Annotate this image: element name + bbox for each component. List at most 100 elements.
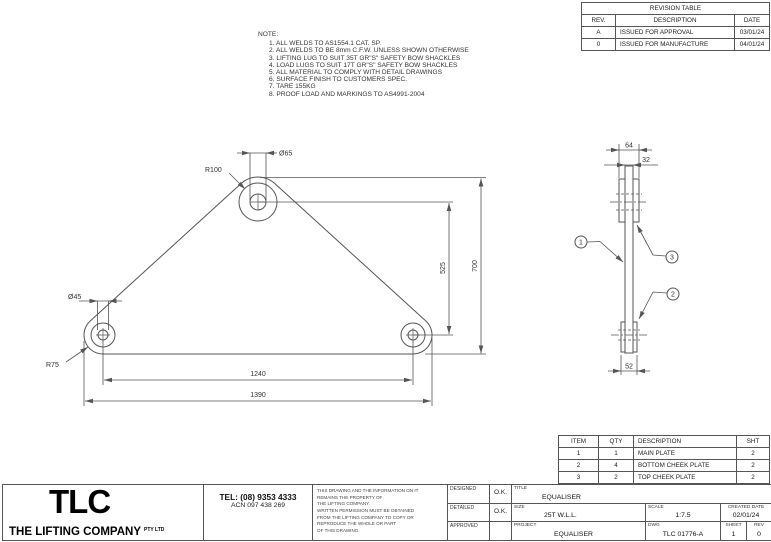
leader-top-radius — [228, 172, 246, 190]
dim-centre-height — [259, 201, 453, 336]
dim-hole-spacing — [102, 341, 414, 385]
main-view-dim-labels: Ø65 R100 525 700 Ø45 R75 1240 1390 — [46, 151, 479, 400]
bottom-cheek-left — [620, 321, 626, 353]
hole-centerlines — [610, 201, 648, 336]
title-value: EQUALISER — [542, 494, 581, 501]
balloon-3-label: 3 — [670, 255, 674, 262]
item-col-header: ITEM — [558, 435, 599, 448]
revision-row: 0 ISSUED FOR MANUFACTURE 04/01/24 — [581, 38, 770, 51]
bom-description: TOP CHEEK PLATE — [633, 471, 737, 484]
note-line-7: 7. TARE 155KG — [269, 83, 316, 91]
bom-row: 2 4 BOTTOM CHEEK PLATE 2 — [558, 459, 770, 472]
company-logo-cell: TLC THE LIFTING COMPANY PTY LTD — [2, 484, 204, 541]
dim-label-plate-thickness: 32 — [642, 157, 650, 164]
rev-description: ISSUED FOR APPROVAL — [615, 26, 735, 39]
company-suffix: PTY LTD — [144, 527, 165, 533]
hidden-hole-lines — [616, 193, 642, 341]
copyright-notice: THIS DRAWING AND THE INFORMATION ON IT R… — [317, 488, 419, 533]
bom-row: 1 1 MAIN PLATE 2 — [558, 447, 770, 460]
company-phone: TEL: (08) 9353 4333 — [219, 492, 297, 502]
top-cheek-left — [618, 178, 626, 223]
bom-item: 2 — [558, 459, 599, 472]
scale-cell: SCALE 1:7.5 — [645, 503, 721, 522]
created-date-cell: CREATED DATE 02/01/24 — [720, 503, 771, 522]
project-value: EQUALISER — [554, 531, 593, 538]
bom-sht: 2 — [736, 447, 770, 460]
side-view — [574, 144, 680, 375]
top-cheek-right — [632, 178, 640, 223]
scale-value: 1:7.5 — [675, 512, 691, 519]
description-col-header: DESCRIPTION — [615, 14, 735, 27]
scale-label: SCALE — [648, 505, 664, 510]
title-block: TLC THE LIFTING COMPANY PTY LTD TEL: (08… — [2, 484, 771, 541]
dim-label-overall-height: 700 — [472, 260, 479, 272]
note-line-3: 3. LIFTING LUG TO SUIT 35T GR"S" SAFETY … — [269, 54, 461, 62]
size-cell: SIZE 25T W.L.L. — [511, 503, 646, 522]
dim-label-hole-spacing: 1240 — [250, 371, 266, 378]
dwg-label: DWG — [648, 523, 660, 528]
approved-value — [489, 521, 512, 541]
bom-qty: 2 — [598, 471, 634, 484]
dim-top-width — [606, 144, 652, 178]
sheet-cell: SHEET 1 — [720, 521, 747, 541]
designed-label: DESIGNED — [447, 484, 490, 504]
balloon-2-circle — [666, 287, 680, 301]
note-line-4: 4. LOAD LUGS TO SUIT 17T GR"S" SAFETY BO… — [269, 61, 458, 69]
dim-label-centre-height: 525 — [440, 262, 447, 274]
dim-label-bottom-hole-dia: Ø45 — [68, 294, 81, 301]
note-line-6: 6. SURFACE FINISH TO CUSTOMERS SPEC. — [269, 76, 408, 84]
created-date-value: 02/01/24 — [732, 512, 760, 519]
bom-item: 1 — [558, 447, 599, 460]
dim-bottom-hole-diameter — [79, 298, 122, 330]
bom-description: MAIN PLATE — [633, 447, 737, 460]
notes-heading: NOTE: — [258, 31, 279, 38]
company-logo: TLC — [49, 484, 111, 521]
revision-table-title: REVISION TABLE — [581, 2, 770, 15]
note-line-5: 5. ALL MATERIAL TO COMPLY WITH DETAIL DR… — [269, 69, 443, 77]
title-cell: TITLE EQUALISER — [511, 484, 771, 504]
balloon-1-label: 1 — [579, 240, 583, 247]
sht-col-header: SHT — [736, 435, 770, 448]
company-acn: ACN 097 438 269 — [230, 502, 286, 509]
bom-sht: 2 — [736, 459, 770, 472]
note-line-8: 8. PROOF LOAD AND MARKINGS TO AS4991-200… — [269, 90, 425, 98]
rev-col-header: REV. — [581, 14, 616, 27]
bottom-cheek-right — [632, 321, 638, 353]
size-value: 25T W.L.L. — [544, 512, 577, 519]
balloon-leaders — [586, 224, 668, 320]
main-plate-edge — [624, 165, 634, 354]
dwg-value: TLC 01776-A — [662, 531, 704, 538]
note-line-1: 1. ALL WELDS TO AS1554.1 CAT. SP. — [269, 40, 382, 48]
bom-qty: 1 — [598, 447, 634, 460]
balloon-1-circle — [574, 235, 588, 249]
notes-block: NOTE: 1. ALL WELDS TO AS1554.1 CAT. SP. … — [258, 31, 469, 98]
sheet-label: SHEET — [725, 523, 742, 528]
sheet-value: 1 — [731, 531, 736, 538]
revision-row: A ISSUED FOR APPROVAL 03/01/24 — [581, 26, 770, 39]
dim-label-top-radius: R100 — [205, 167, 222, 174]
balloon-3-circle — [665, 250, 679, 264]
dim-top-hole-diameter — [237, 150, 277, 200]
bom-sht: 2 — [736, 471, 770, 484]
designed-value: O.K. — [489, 484, 512, 504]
rev-value: A — [581, 26, 616, 39]
description-col-header: DESCRIPTION — [633, 435, 737, 448]
side-view-dim-labels: 64 32 52 1 3 2 — [579, 143, 675, 371]
dim-bottom-width — [608, 355, 650, 375]
company-name-text: THE LIFTING COMPANY — [9, 526, 141, 538]
rev-date: 03/01/24 — [734, 26, 770, 39]
rev-cell: REV 0 — [746, 521, 771, 541]
rev-value: 0 — [757, 531, 761, 538]
approved-label: APPROVED — [447, 521, 490, 541]
created-date-label: CREATED DATE — [727, 505, 765, 510]
project-label: PROJECT — [514, 523, 537, 528]
bom-row: 3 2 TOP CHEEK PLATE 2 — [558, 471, 770, 484]
dim-overall-width — [83, 338, 433, 406]
company-contact-cell: TEL: (08) 9353 4333 ACN 097 438 269 — [203, 484, 313, 541]
rev-date: 04/01/24 — [734, 38, 770, 51]
detailed-value: O.K. — [489, 503, 512, 522]
revision-table: REVISION TABLE REV. DESCRIPTION DATE A I… — [581, 2, 770, 51]
date-col-header: DATE — [734, 14, 770, 27]
